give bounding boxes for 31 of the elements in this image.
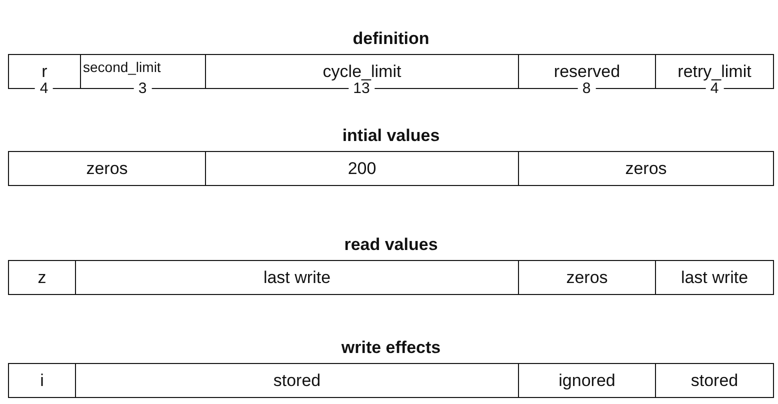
register-field bbox=[8, 151, 205, 186]
register-field bbox=[75, 260, 518, 295]
field-value: stored bbox=[273, 370, 321, 390]
field-value: ignored bbox=[558, 370, 616, 390]
field-value: z bbox=[38, 268, 46, 288]
field-value: zeros bbox=[566, 268, 608, 288]
section-heading: definition bbox=[352, 28, 430, 50]
field-value: r bbox=[42, 62, 48, 82]
field-value: second_limit bbox=[83, 59, 161, 75]
section-heading: read values bbox=[343, 234, 439, 256]
field-value: zeros bbox=[625, 158, 667, 178]
register-field bbox=[518, 151, 774, 186]
field-value: zeros bbox=[86, 158, 128, 178]
field-value: i bbox=[40, 370, 44, 390]
field-value: cycle_limit bbox=[322, 62, 402, 82]
register-field bbox=[518, 260, 655, 295]
field-value: stored bbox=[690, 370, 738, 390]
field-value: 200 bbox=[348, 158, 376, 178]
register-field bbox=[655, 260, 774, 295]
field-value: last write bbox=[680, 268, 748, 288]
register-field bbox=[8, 260, 75, 295]
register-field bbox=[205, 151, 518, 186]
section-heading: write effects bbox=[340, 337, 442, 359]
field-value: last write bbox=[263, 268, 331, 288]
register-field bbox=[518, 363, 655, 398]
register-field bbox=[75, 363, 518, 398]
section-heading: intial values bbox=[341, 125, 441, 147]
register-field bbox=[655, 363, 774, 398]
field-value: retry_limit bbox=[678, 62, 752, 82]
register-field bbox=[8, 363, 75, 398]
field-value: reserved bbox=[554, 62, 620, 82]
